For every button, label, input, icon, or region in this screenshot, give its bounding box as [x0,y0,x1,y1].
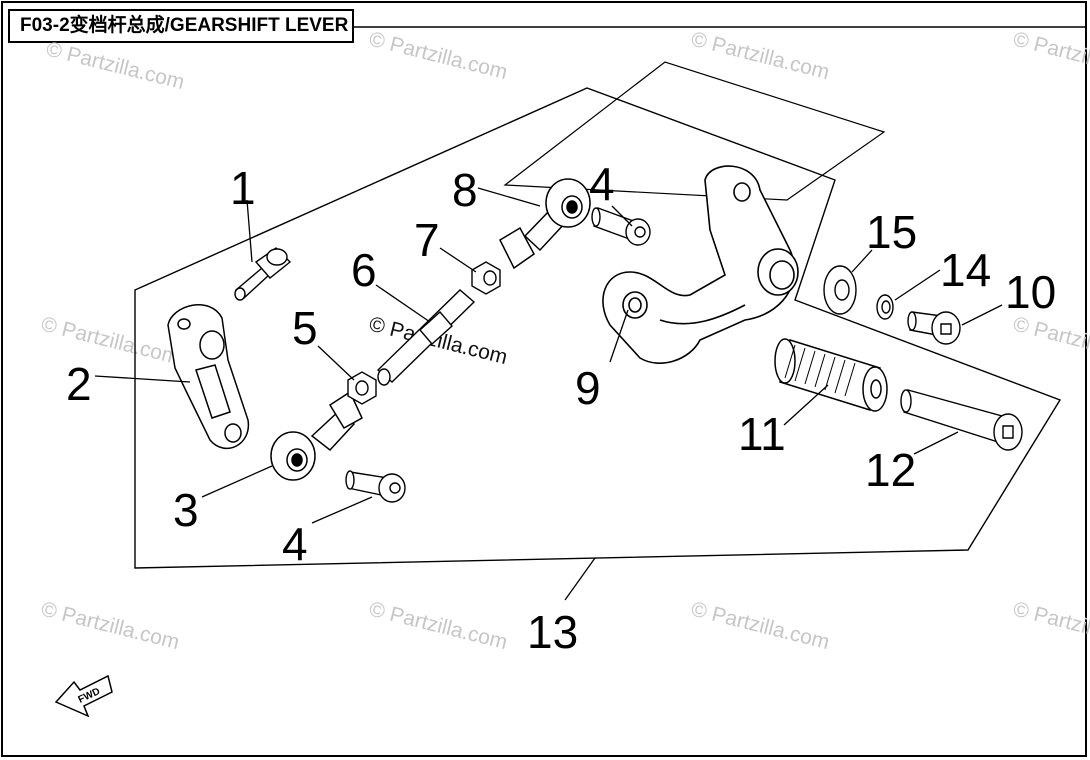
watermark-text: © Partzilla.com [689,28,832,85]
assembly-outline [134,87,1062,569]
callout-11: 11 [738,408,786,460]
callout-13: 13 [527,606,578,658]
callout-7: 7 [414,214,440,266]
callout-9: 9 [575,362,601,414]
rod-part [376,289,476,386]
callout-1: 1 [230,162,256,214]
watermark-text: © Partzilla.com [1011,313,1090,370]
callout-10: 10 [1005,266,1056,318]
pedal-arm-part [602,165,799,364]
callout-4-upper: 4 [589,158,615,210]
fwd-arrow-icon: FWD [54,674,113,718]
callouts: 1 2 3 4 4 5 6 7 8 9 10 11 12 13 14 15 [66,158,1056,658]
callout-6: 6 [351,244,377,296]
leader-lines [94,187,1003,601]
watermark-text: © Partzilla.com [689,598,832,655]
callout-2: 2 [66,358,92,410]
watermark-text: © Partzilla.com [39,313,182,370]
callout-15: 15 [866,206,917,258]
pedal-rubber-part [774,338,888,412]
bolt-lower-part [345,470,406,503]
callout-14: 14 [940,244,991,296]
watermark-text: © Partzilla.com [367,28,510,85]
callout-3: 3 [173,484,199,536]
watermark-text: © Partzilla.com [1011,28,1090,85]
callout-8: 8 [452,164,478,216]
callout-4-lower: 4 [282,518,308,570]
callout-12: 12 [865,444,916,496]
bolt-part [234,247,292,301]
spring-washer-part [876,294,894,320]
rod-end-upper-part [499,178,591,270]
rod-end-lower-part [270,390,363,481]
nut-upper-part [471,261,501,295]
pedal-shaft-part [900,389,1023,451]
watermark-text: © Partzilla.com [367,598,510,655]
nut-lower-part [347,371,377,405]
bolt-right-part [907,311,961,345]
watermark-text: © Partzilla.com [39,598,182,655]
rod-end-group-outline [503,61,886,201]
watermark-text: © Partzilla.com [44,38,187,95]
bolt-upper-part [591,207,651,246]
washer-part [823,265,857,315]
diagram-title: F03-2变档杆总成/GEARSHIFT LEVER [8,9,354,43]
watermark-text: © Partzilla.com [1011,598,1090,655]
callout-5: 5 [292,302,318,354]
shift-arm-part [167,304,249,450]
